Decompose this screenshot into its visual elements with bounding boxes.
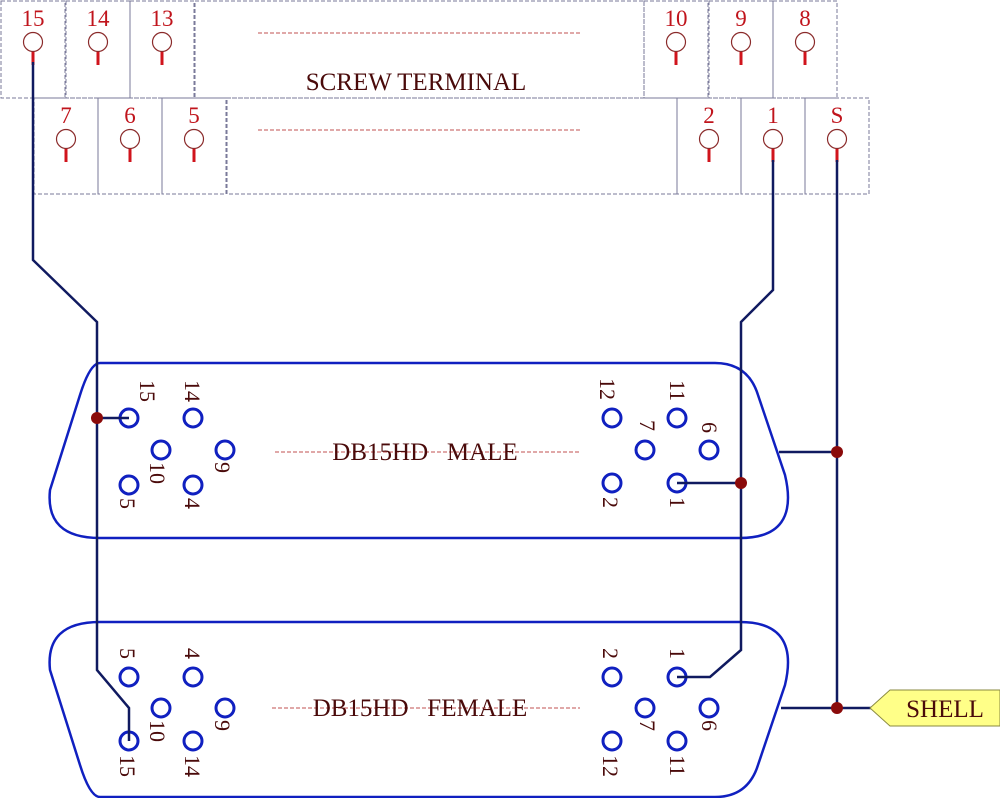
female-pin-label: 15 [115, 755, 140, 777]
female-pin-label: 6 [697, 720, 722, 731]
terminal-body-bottom [226, 97, 678, 195]
shell-tag-shape [869, 689, 1000, 727]
terminal-number: 7 [60, 103, 72, 128]
male-pin-label: 1 [665, 497, 690, 508]
male-title: DB15HD MALE [332, 439, 517, 466]
shell-tag-label: SHELL [906, 696, 984, 723]
female-pin-label: 2 [598, 648, 623, 659]
female-pin-label: 1 [665, 648, 690, 659]
terminal-number: 2 [703, 103, 715, 128]
terminal-cell [161, 97, 227, 195]
terminal-number: 13 [151, 6, 174, 31]
junction-dot [735, 477, 747, 489]
male-pin-icon [214, 439, 236, 461]
terminal-title: SCREW TERMINAL [306, 69, 527, 96]
female-pin-icon [182, 730, 204, 752]
female-pin-label: 12 [598, 755, 623, 777]
terminal-cell [643, 0, 709, 99]
female-pin-label: 5 [115, 648, 140, 659]
female-pin-label: 9 [210, 720, 235, 731]
screw-icon [55, 128, 77, 150]
male-pin-icon [182, 407, 204, 429]
terminal-number: 10 [665, 6, 688, 31]
screw-icon [698, 128, 720, 150]
male-pin-label: 7 [635, 420, 660, 431]
female-pin-label: 7 [635, 720, 660, 731]
screw-icon [665, 31, 687, 53]
male-pin-label: 11 [665, 380, 690, 401]
male-pin-label: 12 [595, 378, 620, 400]
junction-dot [831, 446, 843, 458]
female-pin-icon [666, 730, 688, 752]
db15hd-male-connector: DB15HD MALE 15 14 10 9 5 4 12 11 7 6 2 1 [48, 361, 790, 540]
female-pin-icon [150, 697, 172, 719]
female-pin-label: 4 [180, 648, 205, 659]
male-pin-label: 15 [135, 380, 160, 402]
female-pin-label: 11 [665, 755, 690, 776]
male-pin-icon [634, 439, 656, 461]
male-pin-icon [182, 474, 204, 496]
terminal-number: S [831, 103, 844, 128]
female-pin-icon [182, 666, 204, 688]
terminal-number: 14 [87, 6, 111, 31]
screw-icon [87, 31, 109, 53]
female-title: DB15HD FEMALE [313, 695, 528, 722]
screw-icon [151, 31, 173, 53]
female-pin-icon [634, 697, 656, 719]
male-pin-icon [698, 439, 720, 461]
screw-icon [183, 128, 205, 150]
screw-icon [762, 128, 784, 150]
terminal-number: 15 [22, 6, 45, 31]
terminal-number: 1 [767, 103, 779, 128]
screw-icon [826, 128, 848, 150]
junctions [91, 412, 843, 714]
terminal-number: 8 [799, 6, 811, 31]
screw-icon [119, 128, 141, 150]
male-pin-label: 10 [145, 462, 170, 484]
terminal-number: 5 [188, 103, 200, 128]
male-pin-icon [601, 472, 623, 494]
female-pin-label: 14 [180, 755, 205, 777]
terminal-number: 9 [735, 6, 747, 31]
male-pin-icon [118, 474, 140, 496]
female-pin-icon [698, 697, 720, 719]
male-pin-label: 6 [697, 422, 722, 433]
male-pin-icon [666, 407, 688, 429]
male-pin-label: 14 [180, 380, 205, 402]
male-pin-label: 5 [115, 498, 140, 509]
male-pin-icon [150, 439, 172, 461]
screw-icon [730, 31, 752, 53]
female-pin-icon [118, 666, 140, 688]
screw-icon [22, 31, 44, 53]
male-pin-label: 9 [210, 462, 235, 473]
male-pin-label: 2 [598, 497, 623, 508]
female-pin-icon [601, 666, 623, 688]
wire-pin-1 [677, 160, 775, 679]
junction-dot [91, 412, 103, 424]
male-pin-icon [601, 407, 623, 429]
wire-pin-15 [31, 62, 131, 741]
female-pin-icon [214, 697, 236, 719]
junction-dot [831, 702, 843, 714]
female-pin-label: 10 [145, 720, 170, 742]
screw-icon [794, 31, 816, 53]
shell-tag: SHELL [869, 689, 1000, 727]
male-pin-label: 4 [180, 498, 205, 509]
terminal-number: 6 [124, 103, 136, 128]
db15hd-female-connector: DB15HD FEMALE 5 4 10 9 15 14 2 1 7 6 12 11 [48, 620, 790, 798]
screw-terminal: SCREW TERMINAL 15 14 13 10 9 8 7 6 5 2 1 S [0, 0, 870, 195]
female-pin-icon [601, 730, 623, 752]
